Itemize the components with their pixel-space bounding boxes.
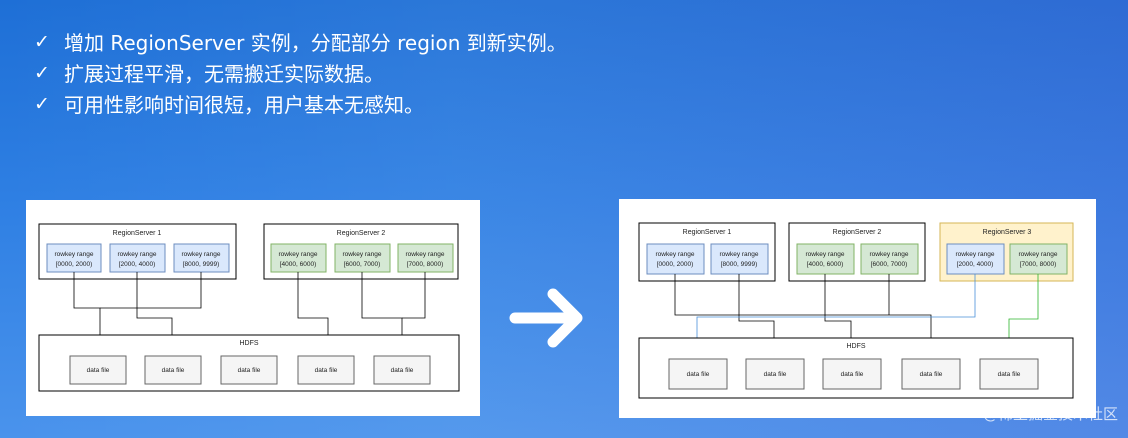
- data-file: data file: [220, 355, 278, 385]
- server-title: RegionServer 2: [337, 230, 386, 237]
- after-diagram-panel: RegionServer 1 rowkey range [0000, 2000)…: [619, 199, 1096, 418]
- svg-text:rowkey range: rowkey range: [342, 251, 381, 258]
- svg-text:[4000, 6000): [4000, 6000): [280, 261, 317, 268]
- svg-text:rowkey range: rowkey range: [655, 251, 694, 258]
- svg-text:rowkey range: rowkey range: [719, 251, 758, 258]
- data-file: data file: [144, 355, 202, 385]
- bullet-item: ✓ 增加 RegionServer 实例，分配部分 region 到新实例。: [34, 26, 567, 57]
- check-icon: ✓: [34, 61, 50, 84]
- region-box: rowkey range [6000, 7000): [334, 243, 391, 273]
- after-server-2: RegionServer 2 rowkey range [4000, 6000)…: [788, 222, 926, 282]
- right-arrow-icon: [505, 278, 595, 358]
- svg-text:[7000, 8000): [7000, 8000): [1020, 261, 1057, 268]
- svg-text:rowkey range: rowkey range: [405, 251, 444, 258]
- check-icon: ✓: [34, 30, 50, 53]
- bullet-text: 扩展过程平滑，无需搬迁实际数据。: [64, 62, 384, 86]
- svg-text:data file: data file: [764, 371, 787, 378]
- svg-text:data file: data file: [315, 367, 338, 374]
- before-hdfs: HDFS data file data file data file data …: [38, 334, 460, 392]
- svg-text:rowkey range: rowkey range: [869, 251, 908, 258]
- before-diagram-panel: RegionServer 1 rowkey range [0000, 2000)…: [26, 200, 480, 416]
- after-server-3: RegionServer 3 rowkey range [2000, 4000)…: [939, 222, 1074, 282]
- bullet-text: 可用性影响时间很短，用户基本无感知。: [64, 93, 424, 117]
- svg-text:rowkey range: rowkey range: [1018, 251, 1057, 258]
- region-box: rowkey range [4000, 6000): [796, 243, 855, 275]
- data-file: data file: [822, 358, 882, 390]
- svg-text:[2000, 4000): [2000, 4000): [119, 261, 156, 268]
- svg-text:rowkey range: rowkey range: [181, 251, 220, 258]
- bullet-list: ✓ 增加 RegionServer 实例，分配部分 region 到新实例。 ✓…: [34, 26, 567, 119]
- server-title: RegionServer 1: [113, 230, 162, 237]
- svg-text:[4000, 6000): [4000, 6000): [807, 261, 844, 268]
- hdfs-label: HDFS: [239, 340, 258, 347]
- region-box: rowkey range [8000, 9999): [173, 243, 230, 273]
- check-icon: ✓: [34, 92, 50, 115]
- before-diagram: RegionServer 1 rowkey range [0000, 2000)…: [38, 223, 460, 392]
- svg-text:[6000, 7000): [6000, 7000): [344, 261, 381, 268]
- svg-text:rowkey range: rowkey range: [278, 251, 317, 258]
- before-server-1: RegionServer 1 rowkey range [0000, 2000)…: [38, 223, 237, 280]
- svg-text:rowkey range: rowkey range: [805, 251, 844, 258]
- server-title: RegionServer 2: [833, 229, 882, 236]
- svg-text:[6000, 7000): [6000, 7000): [871, 261, 908, 268]
- svg-text:[2000, 4000): [2000, 4000): [957, 261, 994, 268]
- svg-text:data file: data file: [87, 367, 110, 374]
- data-file: data file: [69, 355, 127, 385]
- region-box: rowkey range [2000, 4000): [109, 243, 166, 273]
- server-title: RegionServer 3: [983, 229, 1032, 236]
- after-server-1: RegionServer 1 rowkey range [0000, 2000)…: [638, 222, 776, 282]
- svg-text:data file: data file: [920, 371, 943, 378]
- svg-text:rowkey range: rowkey range: [955, 251, 994, 258]
- region-box: rowkey range [8000, 9999): [710, 243, 769, 275]
- svg-text:[0000, 2000): [0000, 2000): [56, 261, 93, 268]
- svg-text:data file: data file: [841, 371, 864, 378]
- svg-text:data file: data file: [238, 367, 261, 374]
- region-box: rowkey range [2000, 4000): [946, 243, 1005, 275]
- svg-text:data file: data file: [391, 367, 414, 374]
- data-file: data file: [373, 355, 431, 385]
- bullet-text: 增加 RegionServer 实例，分配部分 region 到新实例。: [64, 31, 567, 55]
- svg-text:[8000, 9999): [8000, 9999): [183, 261, 220, 268]
- watermark: @稀土掘金技术社区: [982, 405, 1118, 423]
- svg-text:[0000, 2000): [0000, 2000): [657, 261, 694, 268]
- region-box: rowkey range [4000, 6000): [270, 243, 327, 273]
- region-box: rowkey range [0000, 2000): [646, 243, 705, 275]
- data-file: data file: [668, 358, 728, 390]
- svg-text:[8000, 9999): [8000, 9999): [721, 261, 758, 268]
- data-file: data file: [297, 355, 355, 385]
- hdfs-label: HDFS: [846, 343, 865, 350]
- before-server-2: RegionServer 2 rowkey range [4000, 6000)…: [263, 223, 459, 280]
- server-title: RegionServer 1: [683, 229, 732, 236]
- svg-text:data file: data file: [998, 371, 1021, 378]
- data-file: data file: [901, 358, 961, 390]
- svg-text:data file: data file: [162, 367, 185, 374]
- bullet-item: ✓ 扩展过程平滑，无需搬迁实际数据。: [34, 57, 567, 88]
- bullet-item: ✓ 可用性影响时间很短，用户基本无感知。: [34, 88, 567, 119]
- region-box: rowkey range [0000, 2000): [46, 243, 102, 273]
- after-hdfs: HDFS data file data file data file data …: [638, 337, 1074, 399]
- svg-text:data file: data file: [687, 371, 710, 378]
- data-file: data file: [979, 358, 1039, 390]
- after-diagram: RegionServer 1 rowkey range [0000, 2000)…: [638, 222, 1074, 399]
- data-file: data file: [745, 358, 805, 390]
- svg-text:rowkey range: rowkey range: [117, 251, 156, 258]
- svg-text:[7000, 8000): [7000, 8000): [407, 261, 444, 268]
- region-box: rowkey range [7000, 8000): [1009, 243, 1068, 275]
- region-box: rowkey range [7000, 8000): [397, 243, 454, 273]
- svg-text:rowkey range: rowkey range: [54, 251, 93, 258]
- region-box: rowkey range [6000, 7000): [860, 243, 919, 275]
